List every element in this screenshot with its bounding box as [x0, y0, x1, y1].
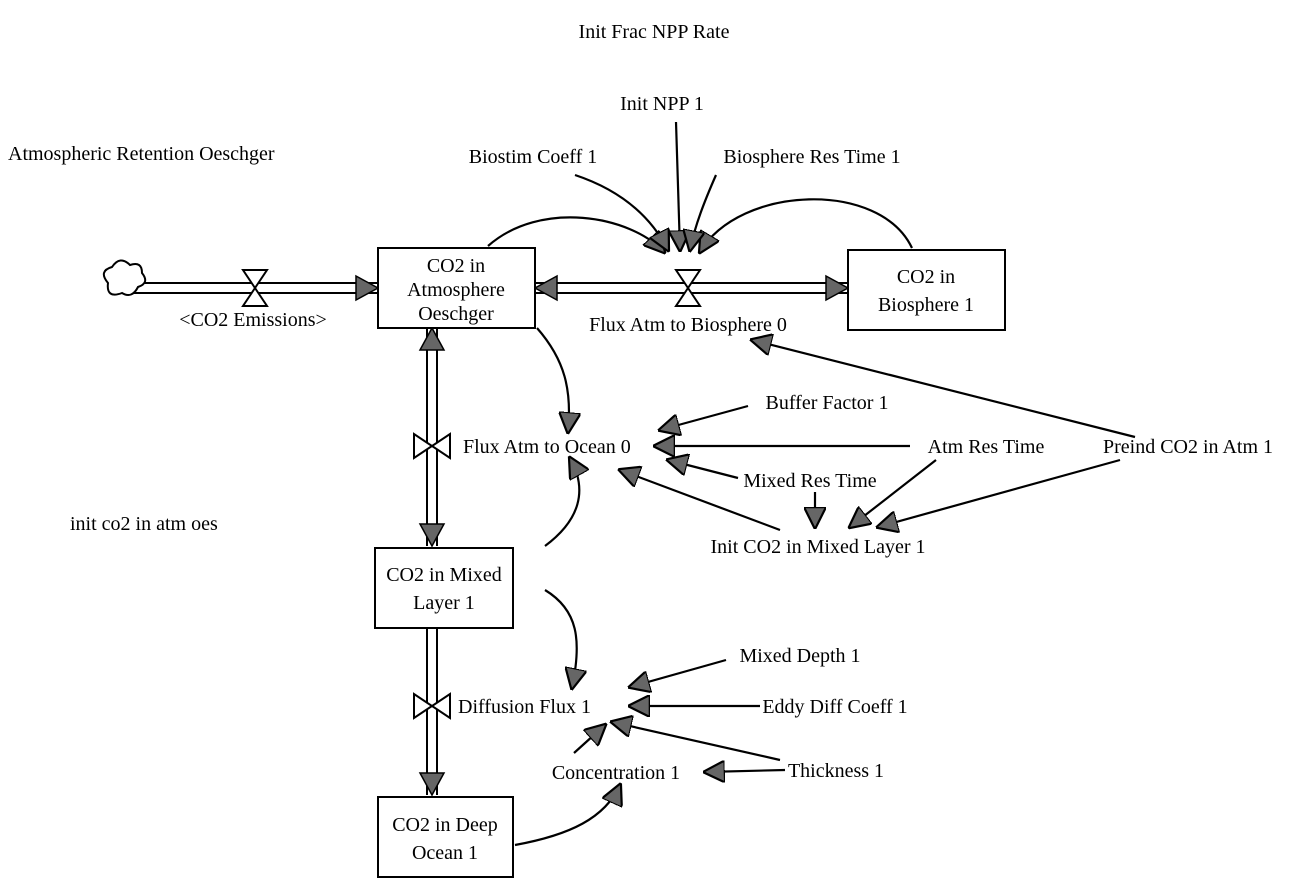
link-biosphere-to-bioflux [700, 198, 913, 252]
stock-label-line: CO2 in [427, 255, 485, 277]
link-mixed-to-oceanflux [544, 458, 579, 547]
link-preind-to-bioflux [752, 340, 1136, 439]
link-biostim-to-bioflux [574, 173, 668, 250]
link-concentration-to-diffusion [573, 725, 605, 754]
var-init-frac-npp-rate[interactable]: Init Frac NPP Rate [579, 21, 730, 43]
link-biores-to-bioflux [690, 174, 718, 250]
link-atm-to-bioflux [487, 216, 664, 252]
link-initmixed-to-oceanflux [620, 470, 781, 532]
stock-co2-atmosphere[interactable]: CO2 in Atmosphere Oeschger [377, 247, 536, 329]
stock-label-line: Biosphere 1 [878, 294, 974, 316]
var-buffer-factor[interactable]: Buffer Factor 1 [766, 392, 889, 414]
var-atm-res-time[interactable]: Atm Res Time [928, 436, 1045, 458]
stock-co2-biosphere[interactable]: CO2 in Biosphere 1 [847, 249, 1006, 331]
stock-co2-deep-ocean[interactable]: CO2 in Deep Ocean 1 [377, 796, 514, 878]
link-initnpp-to-bioflux [676, 121, 680, 250]
link-atm-to-oceanflux [536, 327, 569, 432]
cloud-icon [102, 259, 147, 296]
var-co2-emissions[interactable]: <CO2 Emissions> [179, 309, 327, 331]
var-init-npp[interactable]: Init NPP 1 [620, 93, 704, 115]
var-atmospheric-retention[interactable]: Atmospheric Retention Oeschger [8, 143, 275, 165]
emissions-valve-icon [241, 269, 269, 307]
stock-label-line: Layer 1 [413, 592, 475, 614]
var-diffusion-flux[interactable]: Diffusion Flux 1 [458, 696, 591, 718]
link-preind-to-initmixed [878, 458, 1121, 527]
link-mixed-to-diffusion [544, 589, 577, 688]
stock-label-line: CO2 in Deep [392, 814, 498, 836]
var-mixed-res-time[interactable]: Mixed Res Time [743, 470, 876, 492]
var-mixed-depth[interactable]: Mixed Depth 1 [739, 645, 860, 667]
diffusion-flow-pipe [418, 628, 446, 797]
stock-label-line: Oeschger [418, 303, 494, 325]
var-flux-atm-to-biosphere[interactable]: Flux Atm to Biosphere 0 [589, 314, 787, 336]
var-biostim-coeff[interactable]: Biostim Coeff 1 [469, 146, 598, 168]
link-deep-to-concentration [514, 785, 620, 847]
link-buffer-to-oceanflux [660, 404, 749, 430]
link-atmres-to-initmixed [850, 459, 937, 527]
link-thickness-to-concentration [705, 770, 786, 772]
var-flux-atm-to-ocean[interactable]: Flux Atm to Ocean 0 [463, 436, 631, 458]
link-mixedres-to-oceanflux [668, 460, 739, 480]
biosphere-valve-icon [674, 269, 702, 307]
var-init-co2-atm-oes[interactable]: init co2 in atm oes [70, 513, 218, 535]
link-mixeddepth-to-diffusion [630, 658, 727, 687]
stock-label-line: CO2 in Mixed [386, 564, 502, 586]
var-preind-co2-in-atm[interactable]: Preind CO2 in Atm 1 [1103, 436, 1273, 458]
ocean-flow-pipe [418, 326, 446, 548]
stock-label-line: CO2 in [897, 266, 955, 288]
var-concentration[interactable]: Concentration 1 [552, 762, 680, 784]
stock-co2-mixed-layer[interactable]: CO2 in Mixed Layer 1 [374, 547, 514, 629]
var-biosphere-res-time[interactable]: Biosphere Res Time 1 [723, 146, 900, 168]
ocean-valve-icon [413, 432, 451, 460]
stock-label-line: Atmosphere [407, 279, 505, 301]
stock-label-line: Ocean 1 [412, 842, 478, 864]
var-init-co2-mixed-layer[interactable]: Init CO2 in Mixed Layer 1 [711, 536, 926, 558]
var-eddy-diff-coeff[interactable]: Eddy Diff Coeff 1 [762, 696, 907, 718]
diffusion-valve-icon [413, 692, 451, 720]
link-thickness-to-diffusion [612, 722, 781, 762]
var-thickness[interactable]: Thickness 1 [788, 760, 884, 782]
